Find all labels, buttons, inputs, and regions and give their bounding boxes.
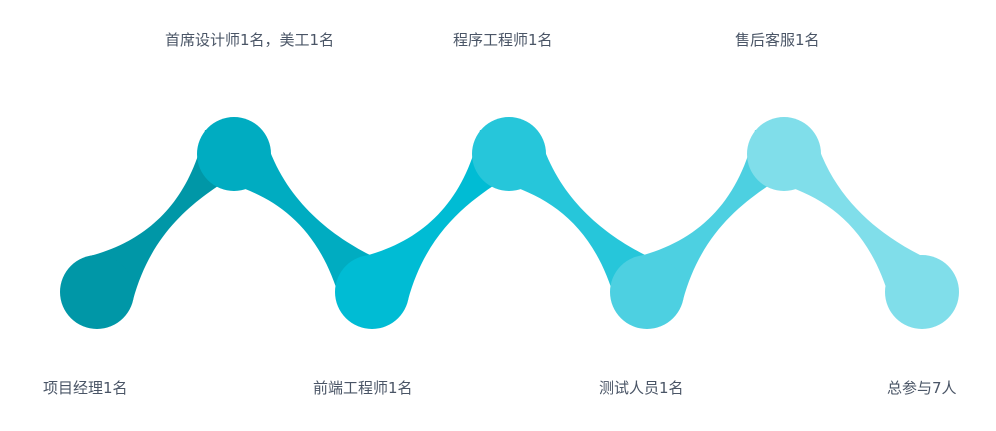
node-5-circle: [610, 255, 684, 329]
label-after-sales-service: 售后客服1名: [735, 31, 820, 49]
node-1-circle: [60, 255, 134, 329]
segment-2: [197, 117, 372, 300]
node-3-circle: [335, 255, 409, 329]
node-6-circle: [747, 117, 821, 191]
node-2-circle: [197, 117, 271, 191]
label-program-engineer: 程序工程师1名: [453, 31, 553, 49]
segment-6: [747, 117, 959, 329]
segment-4: [472, 117, 647, 300]
label-tester: 测试人员1名: [599, 379, 684, 397]
label-total-participants: 总参与7人: [887, 379, 957, 397]
label-chief-designer-artist: 首席设计师1名，美工1名: [165, 31, 335, 49]
label-frontend-engineer: 前端工程师1名: [313, 379, 413, 397]
node-7-circle: [885, 255, 959, 329]
node-4-circle: [472, 117, 546, 191]
label-project-manager: 项目经理1名: [43, 379, 128, 397]
